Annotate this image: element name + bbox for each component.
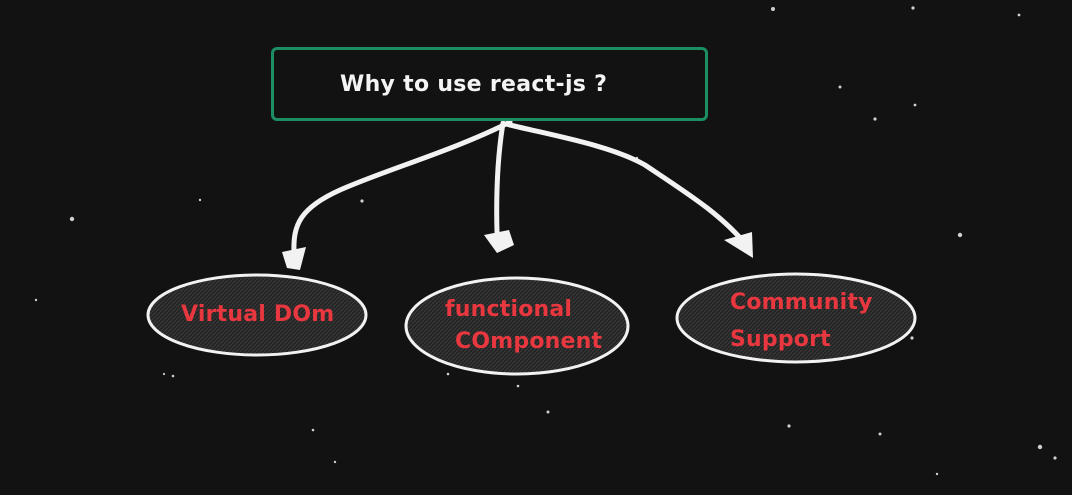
- node-community-support: [675, 272, 917, 364]
- node-functional-component: [404, 276, 630, 376]
- arrow-to-community-support: [503, 121, 753, 258]
- community-support-label-line-2: Support: [730, 327, 831, 352]
- title-box: [271, 47, 708, 121]
- arrow-to-virtual-dom: [282, 119, 513, 270]
- functional-component-label-line-1: functional: [445, 297, 573, 322]
- arrow-to-functional-component: [484, 120, 514, 253]
- functional-component-label-line-2: COmponent: [455, 329, 603, 354]
- community-support-label-line-1: Community: [730, 290, 873, 315]
- node-virtual-dom: [146, 273, 368, 357]
- diagram-title: Why to use react-js ?: [340, 72, 608, 97]
- virtual-dom-label: Virtual DOm: [181, 302, 335, 327]
